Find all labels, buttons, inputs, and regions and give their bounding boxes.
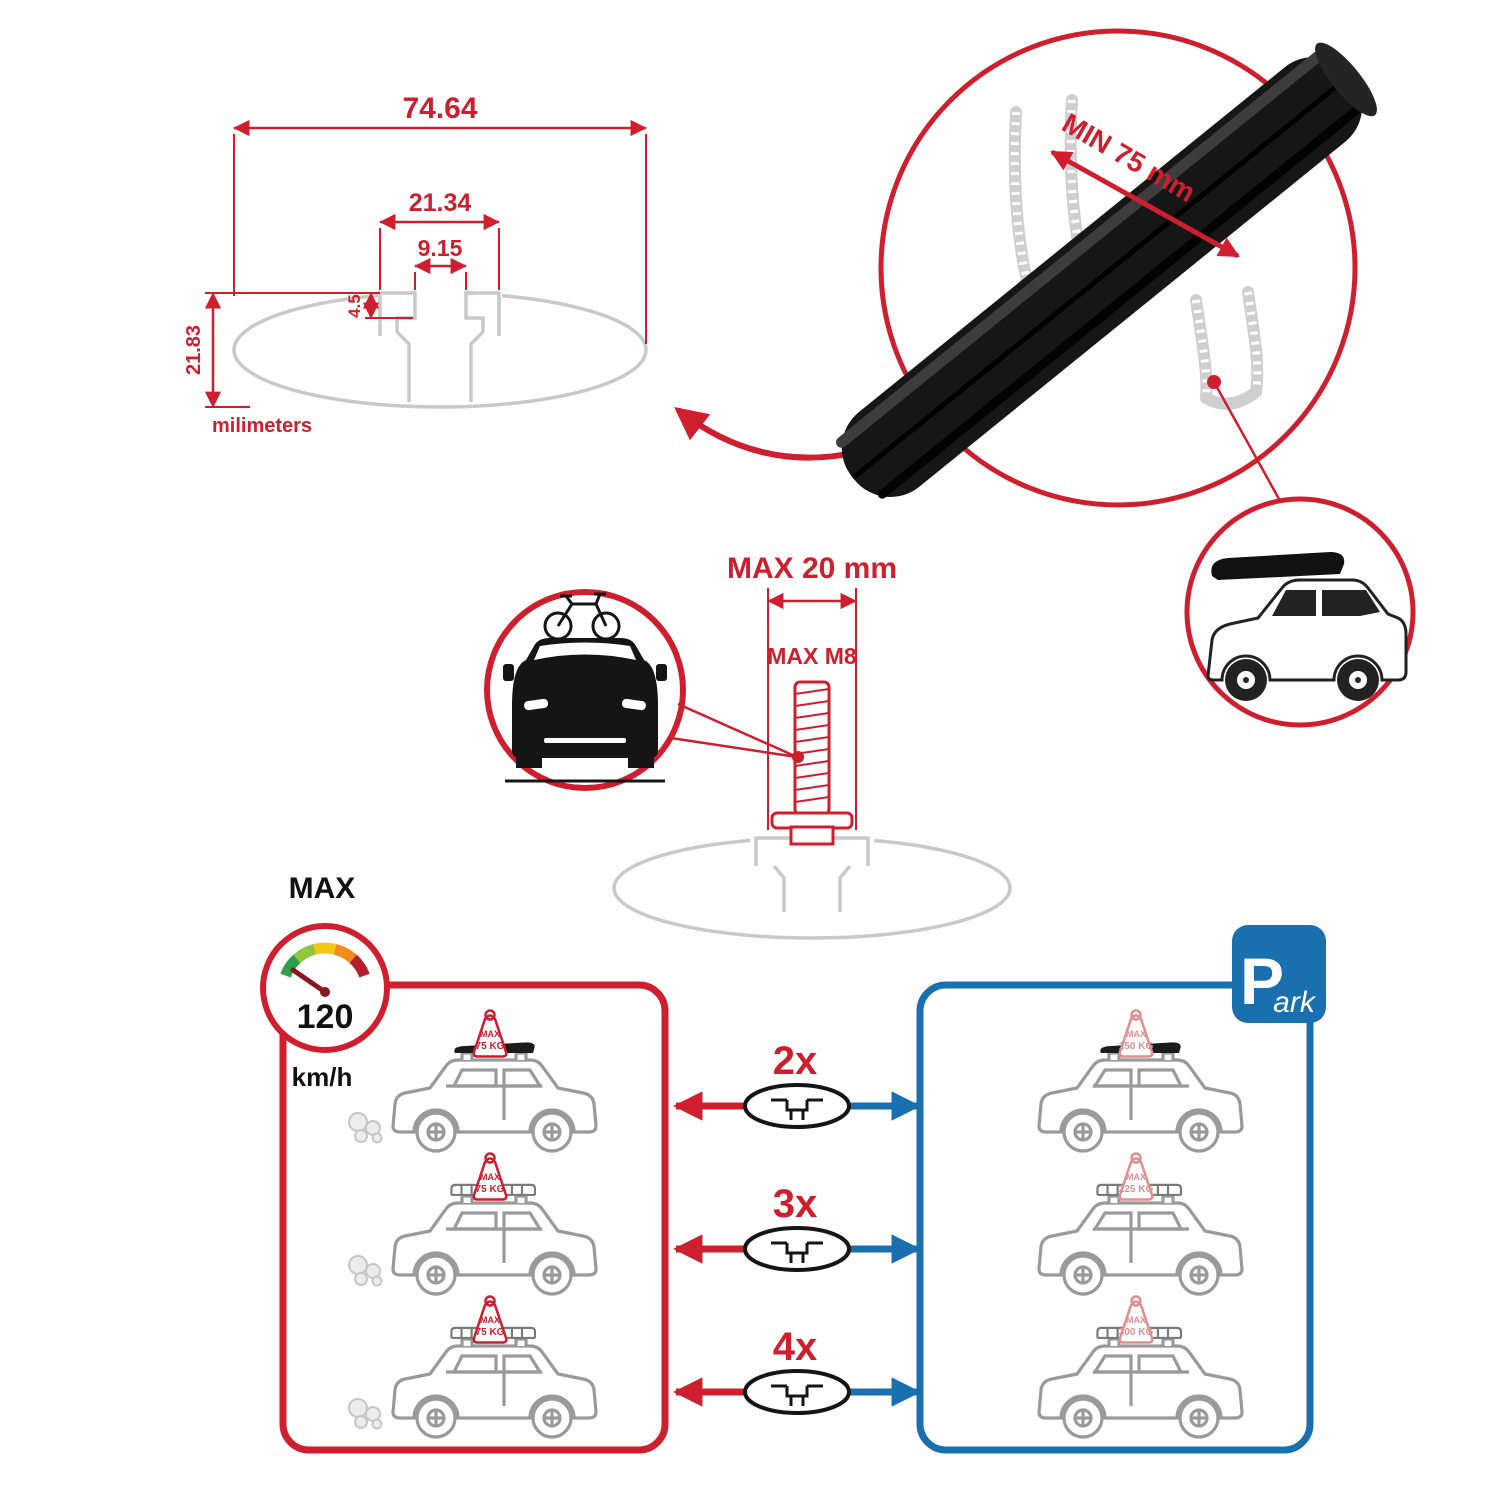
tag-load-value: 75 KG (476, 1327, 505, 1338)
speed-limit-gauge: MAX 120 km/h (260, 872, 390, 1092)
tag-load-value: 225 KG (1119, 1184, 1154, 1195)
u-bolt-bottom (1200, 386, 1262, 410)
car-front-windshield (534, 642, 636, 660)
count-label-3: 4x (773, 1325, 818, 1369)
tag-load-value: 75 KG (476, 1184, 505, 1195)
load-tag-driving-2: MAX 75 KG (472, 1152, 508, 1201)
bolt-threads (794, 688, 830, 803)
tag-max-label: MAX (1126, 1029, 1146, 1039)
gauge-arc-green (280, 954, 301, 978)
speed-units: km/h (292, 1062, 353, 1092)
bike-car-circle (484, 589, 686, 791)
bar-oval-profile-1 (771, 1098, 823, 1120)
bar-oval-icon-1 (743, 1083, 851, 1129)
dimension-diagram: 74.64 21.34 9.15 4.5 21.83 milimeters (183, 92, 648, 437)
bar-oval-profile-3 (771, 1384, 823, 1406)
zoom-arrow (674, 406, 859, 461)
units-label: milimeters (212, 415, 312, 437)
bolt-max-thread-label: MAX M8 (767, 643, 857, 669)
count-label-1: 2x (773, 1039, 818, 1083)
parking-sign-letter: P (1240, 944, 1284, 1018)
parking-sign: P ark (1232, 925, 1326, 1023)
quantity-rows: 2x 3x 4x (673, 1039, 921, 1415)
dim-channel-width: 21.34 (409, 189, 472, 217)
tag-load-value: 75 KG (476, 1041, 505, 1052)
dim-total-height: 21.83 (183, 325, 205, 375)
bar-oval-icon-2 (743, 1226, 851, 1272)
car-wheel-right (628, 756, 654, 768)
bar-oval-icon-3 (743, 1369, 851, 1415)
tag-max-label: MAX (480, 1029, 500, 1039)
count-label-2: 3x (773, 1182, 818, 1226)
profile-t-slot (378, 291, 501, 402)
tag-hook (1130, 1152, 1142, 1164)
roof-box (1211, 552, 1345, 580)
car-headlight-left (524, 698, 549, 711)
bolt-diagram: MAX 20 mm MAX M8 (612, 552, 1012, 940)
load-tag-parked-1: MAX 150 KG (1118, 1009, 1154, 1058)
tag-load-value: 150 KG (1119, 1041, 1154, 1052)
bolt-callout-dot (792, 751, 804, 763)
speed-max-label: MAX (289, 872, 356, 905)
ghost-profile-slot (754, 836, 870, 912)
bar-detail-circle: MIN 75 mm (835, 28, 1377, 509)
load-tag-driving-3: MAX 75 KG (472, 1295, 508, 1344)
parking-sign-plate (1232, 925, 1326, 1023)
bolt-neck (789, 825, 835, 846)
gauge-arc-orange (333, 943, 357, 964)
dim-slot-width: 9.15 (418, 235, 463, 261)
dim-total-width: 74.64 (402, 92, 477, 125)
profile-mask (378, 286, 502, 306)
car-front-body (512, 638, 658, 758)
car-headlight-right (621, 698, 646, 711)
profile-ellipse (232, 291, 648, 409)
tag-max-label: MAX (480, 1315, 500, 1325)
suv-detail-circle (1184, 496, 1416, 728)
tag-hook (1130, 1009, 1142, 1021)
car-bumper-line (544, 738, 626, 743)
load-tag-parked-2: MAX 225 KG (1118, 1152, 1154, 1201)
bolt-leader-lines (670, 702, 798, 759)
min-span-arrow (1050, 149, 1240, 259)
dim-lip-depth: 4.5 (345, 294, 364, 318)
tag-max-label: MAX (1126, 1172, 1146, 1182)
suv-wheel-hub (1243, 677, 1249, 683)
gauge-arc-red (349, 954, 370, 978)
load-tag-driving-1: MAX 75 KG (472, 1009, 508, 1058)
gauge-needle (290, 967, 328, 995)
u-bolt-thread (1192, 299, 1211, 399)
bike-frame (556, 592, 608, 627)
tag-hook (484, 1295, 496, 1307)
tag-max-label: MAX (1126, 1315, 1146, 1325)
load-tag-parked-3: MAX 300 KG (1118, 1295, 1154, 1344)
suv-window-rear (1322, 590, 1380, 616)
crossbar-endcap (1315, 42, 1377, 117)
gauge-arcs (280, 942, 370, 978)
callout-line-to-suv (1212, 381, 1286, 509)
suv-window-front (1272, 590, 1316, 616)
car-mirror-right (656, 664, 667, 681)
ghost-profile-ellipse (612, 836, 1012, 940)
car-mirror-left (503, 664, 514, 681)
bolt-max-width-label: MAX 20 mm (727, 552, 897, 585)
suv-wheel-hub (1355, 677, 1361, 683)
parked-panel: MAX 150 KG MAX 225 KG MAX 300 KG P ark (916, 925, 1326, 1454)
gauge-arc-lightgreen (293, 943, 317, 964)
gauge-arc-yellow (313, 942, 337, 955)
speed-value: 120 (297, 998, 354, 1036)
tag-load-value: 300 KG (1119, 1327, 1154, 1338)
crossbar-shadow (877, 102, 1365, 499)
tag-max-label: MAX (480, 1172, 500, 1182)
tag-hook (484, 1009, 496, 1021)
bar-oval-profile-2 (771, 1241, 823, 1263)
tag-hook (484, 1152, 496, 1164)
parking-sign-script: ark (1273, 986, 1317, 1019)
gauge-pivot (320, 987, 330, 997)
u-bolt-thread (1244, 291, 1262, 393)
car-wheel-left (516, 756, 542, 768)
tag-hook (1130, 1295, 1142, 1307)
driving-panel: MAX 75 KG MAX 75 KG MAX 75 KG (279, 981, 669, 1454)
